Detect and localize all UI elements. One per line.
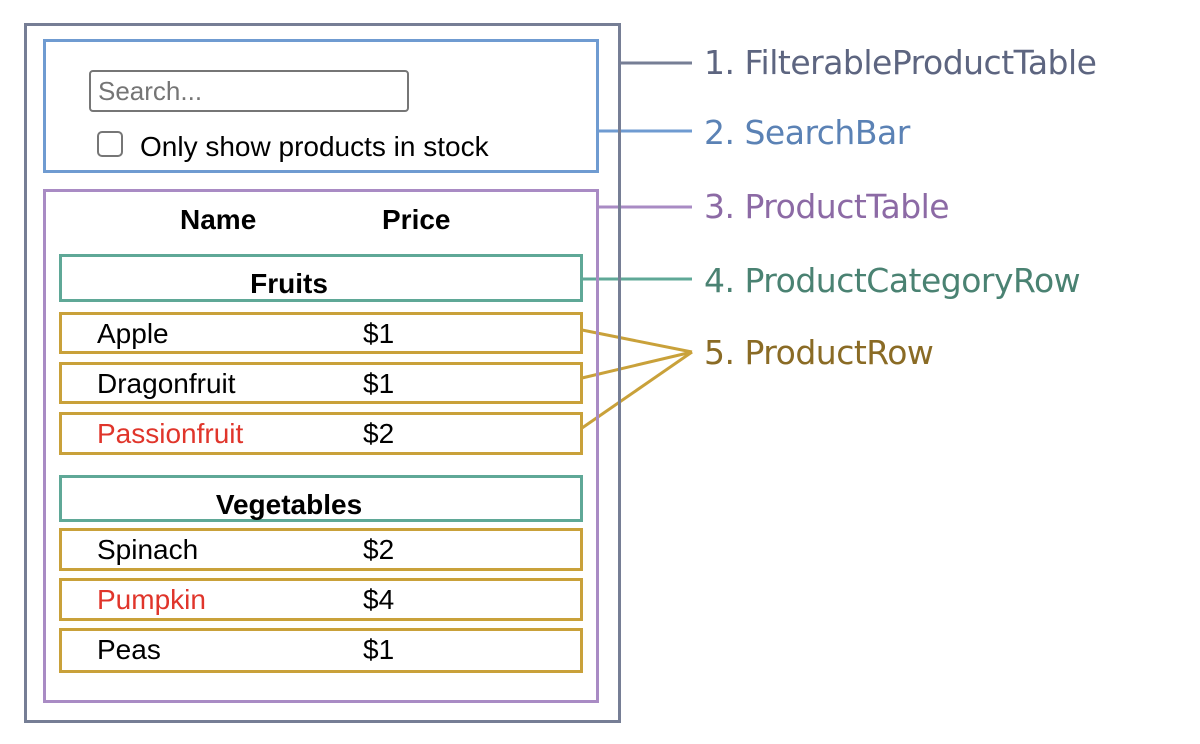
search-input[interactable]: [89, 70, 409, 112]
product-table-box: [43, 189, 599, 703]
product-row: [59, 628, 583, 673]
filterable-product-table-box: [24, 23, 621, 723]
in-stock-checkbox[interactable]: [97, 131, 123, 157]
category-name: Vegetables: [215, 489, 363, 520]
label-product-table: 3. ProductTable: [704, 187, 950, 226]
product-category-row: [59, 254, 583, 302]
connector-product-row-3: [581, 350, 693, 430]
connector-product-row-1: [581, 328, 693, 354]
product-category-row: [59, 475, 583, 522]
connector-product-row-2: [581, 350, 693, 380]
label-product-row: 5. ProductRow: [704, 333, 934, 372]
product-row: [59, 528, 583, 571]
product-name: Spinach: [97, 534, 199, 565]
product-row: [59, 578, 583, 621]
product-price: $2: [363, 534, 395, 565]
product-price: $2: [363, 418, 395, 449]
product-row: [59, 412, 583, 455]
product-name: Passionfruit: [97, 418, 244, 449]
product-name: Peas: [97, 634, 161, 665]
product-name: Dragonfruit: [97, 368, 236, 399]
product-price: $1: [363, 318, 395, 349]
product-row: [59, 362, 583, 404]
label-product-category-row: 4. ProductCategoryRow: [704, 261, 1081, 300]
product-name: Pumpkin: [97, 584, 206, 615]
label-filterable-product-table: 1. FilterableProductTable: [704, 43, 1097, 82]
product-price: $4: [363, 584, 395, 615]
header-name: Name: [180, 204, 257, 235]
search-bar-box: [43, 39, 599, 173]
label-search-bar: 2. SearchBar: [704, 113, 910, 152]
product-row: [59, 312, 583, 354]
product-price: $1: [363, 368, 395, 399]
in-stock-checkbox-label: Only show products in stock: [140, 131, 489, 162]
category-name: Fruits: [250, 268, 328, 299]
product-price: $1: [363, 634, 395, 665]
product-name: Apple: [97, 318, 169, 349]
header-price: Price: [382, 204, 451, 235]
